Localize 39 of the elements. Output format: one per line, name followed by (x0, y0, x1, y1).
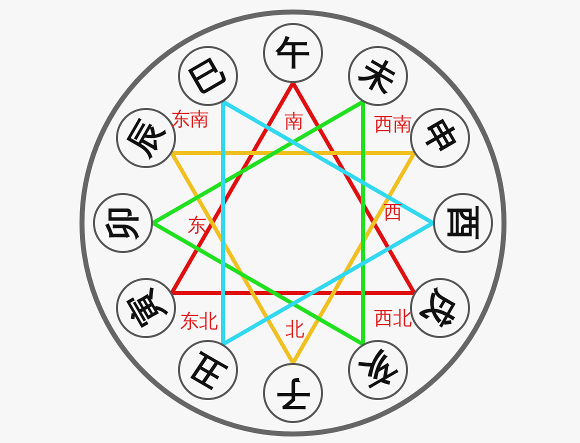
direction-label: 东 (188, 216, 206, 236)
branch-circle (348, 46, 408, 106)
branch-circle (410, 278, 470, 338)
direction-label: 东北 (180, 312, 218, 332)
branch-character: 丑 (184, 347, 232, 394)
branch-character: 子 (276, 376, 310, 410)
direction-label: 西 (384, 204, 402, 222)
branch-character: 卯 (106, 206, 140, 240)
triangle-line (222, 100, 434, 225)
triangle-line (172, 291, 414, 295)
branch-character: 辰 (122, 114, 169, 162)
triangle-line (152, 221, 364, 346)
direction-label: 南 (284, 112, 304, 132)
triangle-line (291, 152, 416, 364)
triangle-line (221, 102, 225, 344)
triangle-line (152, 100, 364, 225)
branch-character: 巳 (184, 52, 232, 99)
branch-character: 午 (276, 36, 310, 70)
direction-label: 西北 (374, 310, 412, 328)
branch-character: 亥 (354, 347, 402, 394)
branch-circle (178, 46, 238, 106)
triangle-line (361, 102, 365, 344)
triangle-line (291, 82, 416, 294)
branch-character: 未 (354, 52, 402, 99)
triangle-line (170, 152, 295, 364)
direction-label: 北 (286, 320, 304, 340)
direction-label: 西南 (374, 116, 412, 134)
branch-circle (348, 340, 408, 400)
triangle-line (172, 151, 414, 155)
branch-circle (410, 108, 470, 168)
direction-label: 东南 (171, 110, 209, 130)
branch-character: 申 (417, 114, 464, 162)
branch-character: 戌 (417, 284, 464, 332)
branch-circle (178, 340, 238, 400)
branch-character: 寅 (122, 284, 169, 332)
branch-character: 酉 (446, 206, 480, 240)
triangle-line (222, 221, 434, 346)
branch-circle (116, 278, 176, 338)
triangle-line (170, 82, 295, 294)
